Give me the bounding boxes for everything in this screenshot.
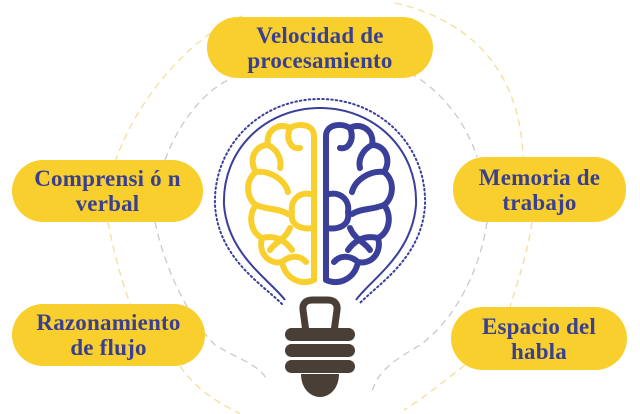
node-label-line-1: Razonamiento [36,310,181,335]
node-label-line-2: verbal [75,191,140,216]
node-label-line-2: de flujo [70,335,147,360]
arc-yellow-right-mid [509,221,533,308]
brain-left-hemisphere-icon [245,121,317,285]
arc-yellow-top-right [394,2,524,158]
node-label-line-1: Comprensi ó n [34,166,181,191]
node-espacio-del-habla: Espacio del habla [451,307,627,370]
node-label-line-2: trabajo [502,189,577,215]
node-label-line-1: Memoria de [478,164,601,190]
node-label-line-1: Espacio del [481,313,597,339]
arc-yellow-left-mid [107,221,131,305]
arc-yellow-left-bottom [179,365,241,414]
arc-gray-right [371,221,488,393]
arc-yellow-right-bottom [403,364,466,411]
bulb-base-icon [285,296,355,397]
node-label-line-1: Velocidad de [256,22,384,48]
node-memoria-de-trabajo: Memoria de trabajo [453,157,626,222]
node-label-line-2: habla [511,338,567,364]
node-razonamiento-de-flujo: Razonamiento de flujo [12,304,205,366]
arc-gray-top-left [164,77,233,161]
bulb-outline-icon [213,97,427,305]
arc-gray-left [154,221,268,381]
node-comprension-verbal: Comprensi ó n verbal [12,160,203,222]
node-label-line-2: procesamiento [247,47,393,73]
arc-gray-top-right [409,72,478,158]
node-velocidad-de-procesamiento: Velocidad de procesamiento [207,17,433,78]
brain-right-hemisphere-icon [323,121,395,285]
